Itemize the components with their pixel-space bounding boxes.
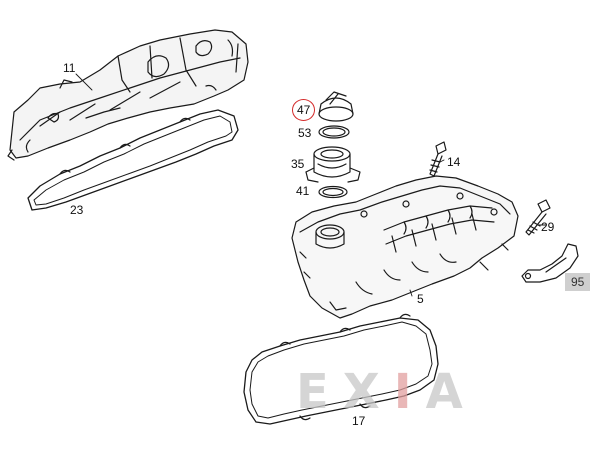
label-part-53: 53 (298, 126, 312, 140)
engine-cover-part[interactable] (7, 29, 249, 161)
filler-neck-part[interactable] (305, 146, 361, 183)
label-part-41: 41 (296, 184, 310, 198)
label-part-35: 35 (291, 157, 305, 171)
label-part-47[interactable]: 47 (292, 99, 316, 121)
label-part-23: 23 (70, 203, 84, 217)
lower-gasket-part[interactable] (243, 313, 439, 425)
label-part-11: 11 (63, 61, 76, 75)
watermark-logo: EXIA (296, 364, 477, 420)
label-part-17: 17 (352, 414, 366, 428)
cylinder-head-cover-part[interactable] (291, 175, 519, 319)
label-part-14: 14 (447, 155, 461, 169)
label-part-29: 29 (541, 220, 555, 234)
upper-gasket-part[interactable] (27, 109, 239, 211)
label-part-5: 5 (417, 292, 424, 306)
bolt-14-part[interactable] (429, 141, 447, 177)
label-part-95: 95 (565, 273, 591, 291)
seal-ring-part[interactable] (318, 125, 350, 139)
leader-lines (75, 73, 547, 297)
filler-cap-part[interactable] (318, 91, 354, 122)
o-ring-part[interactable] (318, 185, 348, 199)
bracket-part[interactable] (521, 243, 579, 283)
bolt-29-part[interactable] (525, 199, 551, 236)
